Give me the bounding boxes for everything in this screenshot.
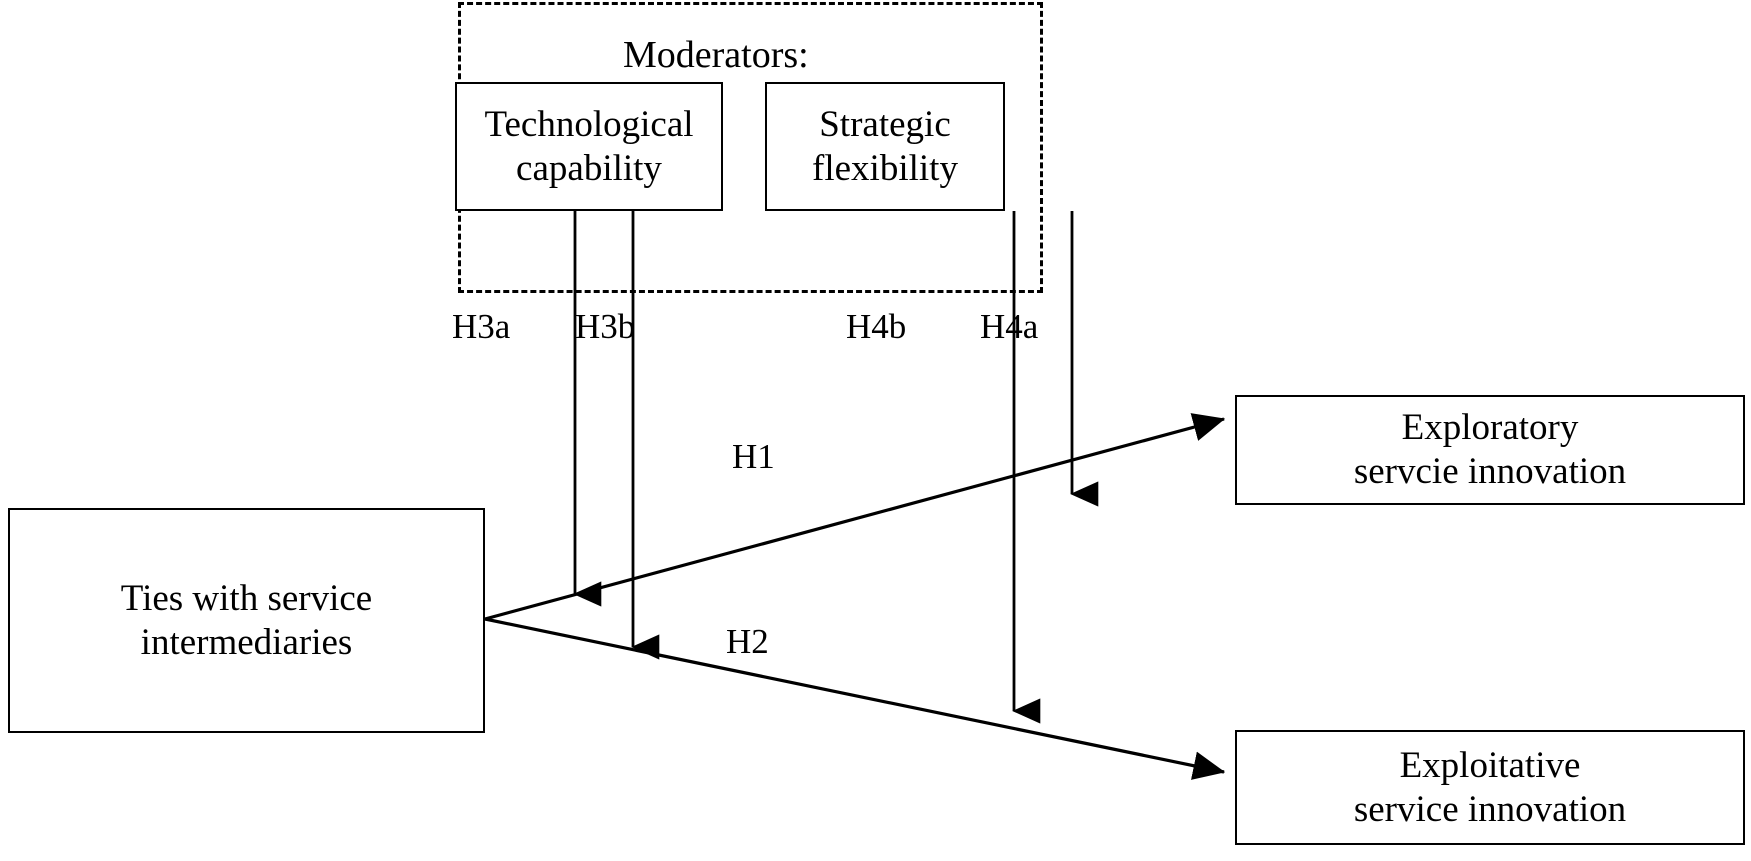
node-technological-capability-label: Technological capability <box>484 103 694 189</box>
path-label-h1: H1 <box>732 437 775 476</box>
path-label-h4b: H4b <box>846 307 907 346</box>
node-technological-capability[interactable]: Technological capability <box>455 82 723 211</box>
node-ties-with-service-intermediaries-label: Ties with service intermediaries <box>120 577 373 663</box>
node-ties-with-service-intermediaries[interactable]: Ties with service intermediaries <box>8 508 485 733</box>
moderators-group-title: Moderators: <box>623 34 809 76</box>
node-strategic-flexibility[interactable]: Strategic flexibility <box>765 82 1005 211</box>
node-exploratory-service-innovation[interactable]: Exploratory servcie innovation <box>1235 395 1745 505</box>
path-line-h1 <box>484 413 1226 621</box>
node-exploitative-service-innovation-label: Exploitative service innovation <box>1353 744 1627 830</box>
path-line-h2 <box>484 617 1226 780</box>
path-label-h3a: H3a <box>452 307 511 346</box>
path-label-h3b: H3b <box>575 307 636 346</box>
path-label-h4a: H4a <box>980 307 1039 346</box>
path-label-h2: H2 <box>726 622 769 661</box>
node-exploratory-service-innovation-label: Exploratory servcie innovation <box>1353 407 1627 492</box>
node-strategic-flexibility-label: Strategic flexibility <box>812 103 958 189</box>
node-exploitative-service-innovation[interactable]: Exploitative service innovation <box>1235 730 1745 845</box>
